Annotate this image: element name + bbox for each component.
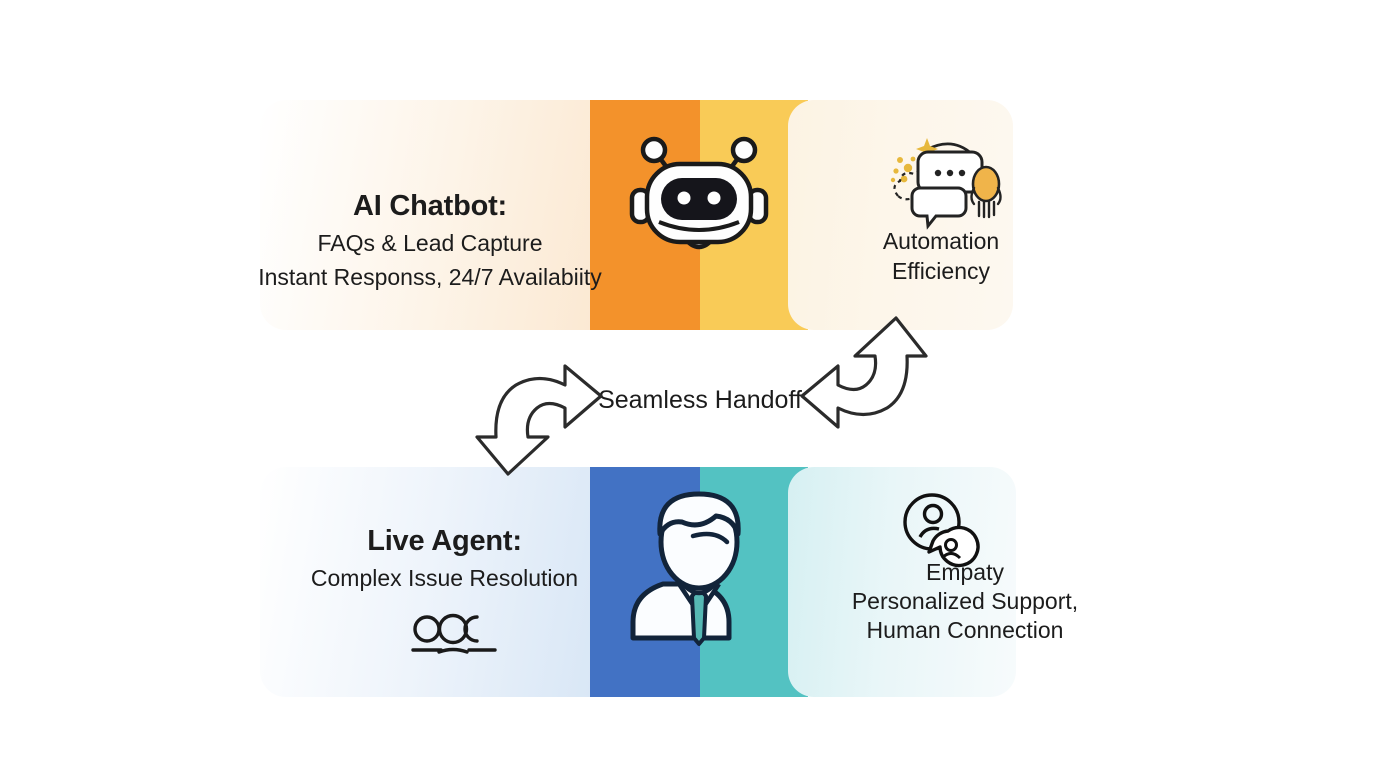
handoff-arrow-left[interactable] <box>475 364 603 476</box>
panel-chatbot-text <box>260 100 590 330</box>
automation-line-2: Efficiency <box>891 258 990 284</box>
panel-agent-benefit <box>788 467 1016 697</box>
empathy-line-3: Human Connection <box>866 617 1064 643</box>
empathy-caption: Empaty Personalized Support, Human Conne… <box>800 557 1130 645</box>
chatbot-title: AI Chatbot: <box>352 190 508 222</box>
agent-text-block: Live Agent: Complex Issue Resolution <box>222 521 667 595</box>
empathy-line-1: Empaty <box>926 559 1004 585</box>
panel-agent-text <box>260 467 590 697</box>
empathy-line-2: Personalized Support, <box>851 588 1079 614</box>
agent-title: Live Agent: <box>367 525 522 557</box>
chatbot-line-1: FAQs & Lead Capture <box>317 230 543 256</box>
row-ai-chatbot <box>0 100 1400 330</box>
automation-line-1: Automation <box>882 228 1000 254</box>
panel-chatbot-benefit <box>788 100 1013 330</box>
row-live-agent <box>0 467 1400 697</box>
agent-line-1: Complex Issue Resolution <box>310 565 579 591</box>
chatbot-text-block: AI Chatbot: FAQs & Lead Capture Instant … <box>230 186 630 294</box>
automation-caption: Automation Efficiency <box>810 226 1072 286</box>
seamless-handoff-label: Seamless Handoff <box>598 386 802 414</box>
chatbot-line-2: Instant Responss, 24/7 Availabiity <box>258 264 602 290</box>
